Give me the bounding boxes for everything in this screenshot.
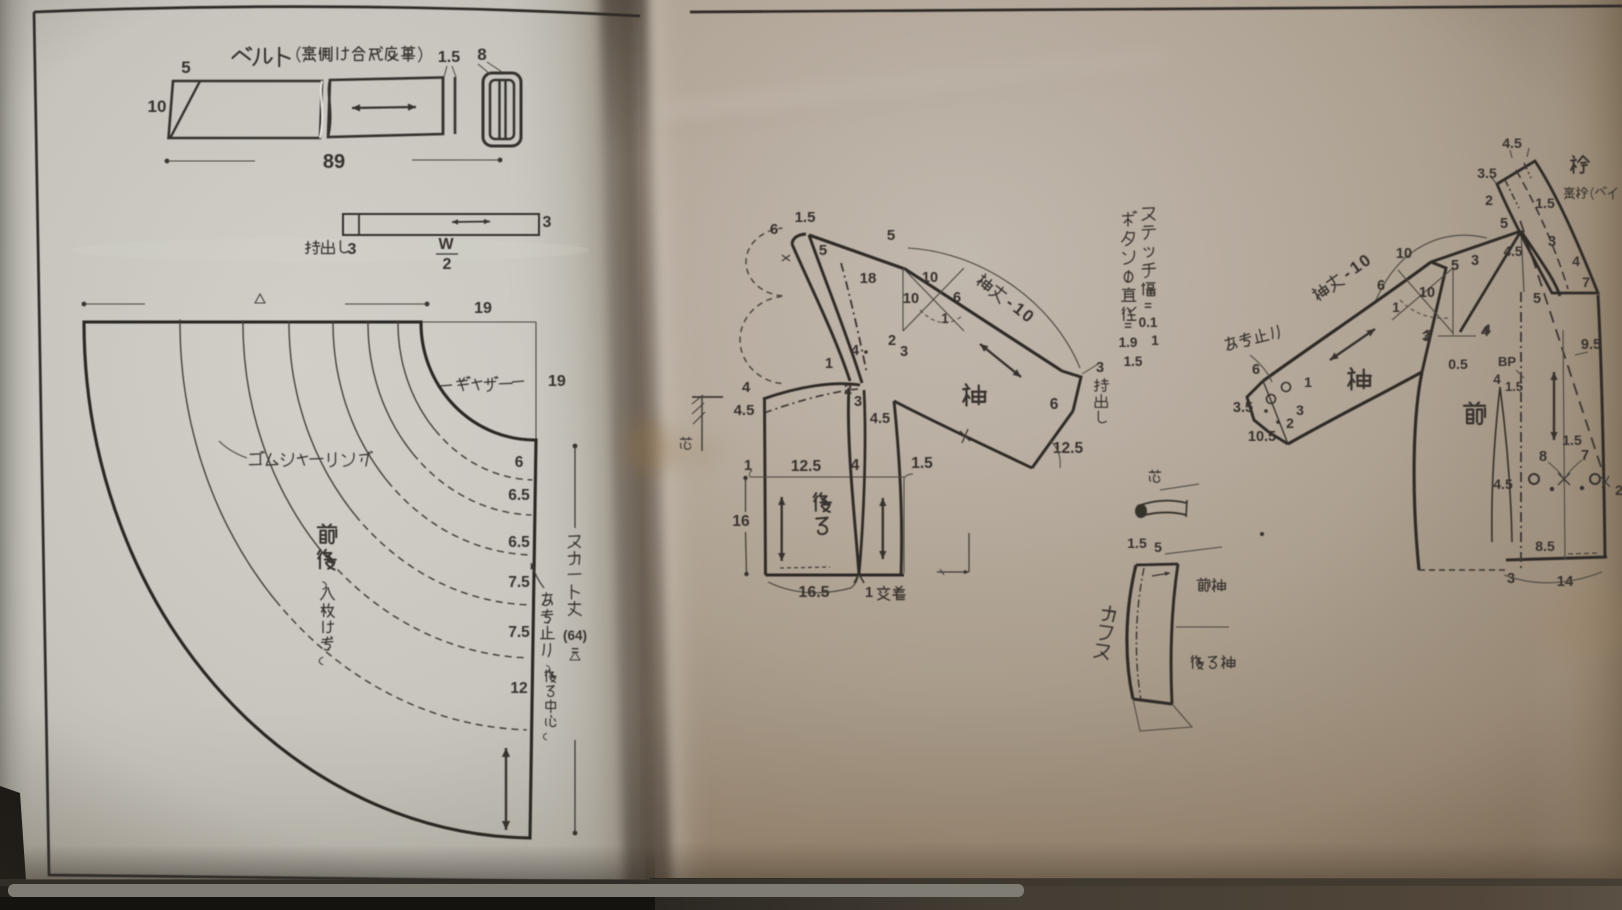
svg-text:1.5: 1.5 xyxy=(1124,354,1143,369)
svg-text:10: 10 xyxy=(1396,246,1412,262)
svg-text:1.9: 1.9 xyxy=(1119,335,1138,350)
svg-text:3: 3 xyxy=(1424,328,1432,344)
svg-text:(64): (64) xyxy=(563,628,587,643)
svg-text:10: 10 xyxy=(148,97,167,116)
svg-text:=: = xyxy=(571,643,579,658)
svg-text:4.5: 4.5 xyxy=(1502,135,1522,151)
svg-text:10: 10 xyxy=(922,270,938,286)
svg-text:2: 2 xyxy=(1286,415,1294,431)
svg-text:3: 3 xyxy=(543,214,552,231)
svg-text:9.5: 9.5 xyxy=(1581,337,1601,353)
svg-text:3.5: 3.5 xyxy=(1233,400,1253,416)
svg-text:4.5: 4.5 xyxy=(1493,476,1513,492)
svg-text:89: 89 xyxy=(323,151,345,173)
svg-text:12: 12 xyxy=(510,680,527,697)
svg-text:3: 3 xyxy=(1422,328,1430,344)
svg-text:1.5: 1.5 xyxy=(795,209,816,226)
svg-text:3: 3 xyxy=(1507,571,1515,587)
svg-text:3: 3 xyxy=(1471,253,1479,269)
svg-text:10: 10 xyxy=(903,291,919,307)
svg-text:7.5: 7.5 xyxy=(508,624,530,641)
svg-text:2: 2 xyxy=(443,256,452,273)
svg-text:2: 2 xyxy=(844,382,852,398)
svg-text:10: 10 xyxy=(1419,285,1435,301)
svg-text:6: 6 xyxy=(1050,396,1059,413)
svg-text:1.5: 1.5 xyxy=(438,49,460,66)
svg-text:BP: BP xyxy=(1498,354,1516,369)
svg-text:16: 16 xyxy=(732,513,750,530)
svg-text:19: 19 xyxy=(548,373,566,390)
svg-text:3.5: 3.5 xyxy=(1477,165,1497,181)
svg-text:2: 2 xyxy=(1615,482,1622,498)
svg-text:3: 3 xyxy=(1296,402,1304,418)
svg-text:3: 3 xyxy=(348,241,357,258)
svg-text:3: 3 xyxy=(1548,234,1556,250)
svg-text:4: 4 xyxy=(851,343,859,359)
svg-text:4.5: 4.5 xyxy=(734,402,755,419)
svg-text:4.5: 4.5 xyxy=(870,411,890,427)
svg-text:3: 3 xyxy=(1096,360,1104,376)
svg-text:1.5: 1.5 xyxy=(1562,432,1582,448)
svg-text:4: 4 xyxy=(742,379,751,396)
svg-text:1: 1 xyxy=(1392,300,1400,315)
svg-text:1: 1 xyxy=(865,585,873,601)
svg-text:0.5: 0.5 xyxy=(1448,356,1468,372)
svg-text:4: 4 xyxy=(851,457,860,474)
svg-text:1.5: 1.5 xyxy=(1505,379,1523,394)
svg-text:1: 1 xyxy=(941,311,949,326)
svg-text:6: 6 xyxy=(953,290,961,306)
svg-text:4: 4 xyxy=(1572,253,1580,269)
svg-text:1: 1 xyxy=(825,356,833,372)
svg-text:6: 6 xyxy=(1377,278,1385,294)
svg-text:6: 6 xyxy=(1252,362,1260,378)
svg-text:16.5: 16.5 xyxy=(798,584,829,601)
svg-text:1: 1 xyxy=(1151,333,1159,348)
svg-text:1: 1 xyxy=(744,458,752,474)
svg-text:1.5: 1.5 xyxy=(1535,195,1555,211)
svg-text:=: = xyxy=(1144,298,1152,313)
svg-text:19: 19 xyxy=(474,300,492,317)
svg-text:5: 5 xyxy=(181,58,190,77)
svg-text:4: 4 xyxy=(1483,321,1491,337)
svg-text:18: 18 xyxy=(860,270,877,287)
svg-text:=: = xyxy=(1124,318,1132,333)
svg-text:5: 5 xyxy=(887,227,895,244)
svg-text:10.5: 10.5 xyxy=(1248,429,1276,445)
svg-text:7.5: 7.5 xyxy=(508,574,530,591)
svg-text:2: 2 xyxy=(888,333,896,349)
svg-text:8: 8 xyxy=(477,45,486,64)
svg-text:1: 1 xyxy=(1304,374,1312,390)
svg-text:8: 8 xyxy=(1539,449,1547,465)
svg-text:5: 5 xyxy=(1451,258,1459,274)
svg-text:3: 3 xyxy=(854,394,862,410)
svg-text:4: 4 xyxy=(1493,372,1501,387)
svg-text:12.5: 12.5 xyxy=(1053,440,1084,457)
svg-text:5: 5 xyxy=(1500,216,1508,232)
svg-text:7: 7 xyxy=(1581,448,1589,464)
svg-text:8.5: 8.5 xyxy=(1535,538,1555,554)
svg-text:6.5: 6.5 xyxy=(508,487,530,504)
svg-text:12.5: 12.5 xyxy=(791,458,822,475)
svg-text:2: 2 xyxy=(1485,192,1493,208)
svg-text:4: 4 xyxy=(1481,324,1489,340)
svg-text:1.5: 1.5 xyxy=(911,455,933,472)
svg-text:5: 5 xyxy=(1533,291,1541,307)
svg-text:3: 3 xyxy=(900,344,908,360)
svg-text:W: W xyxy=(438,236,454,253)
svg-text:1.5: 1.5 xyxy=(1127,535,1147,551)
svg-text:0.1: 0.1 xyxy=(1139,315,1158,330)
svg-text:7: 7 xyxy=(1582,274,1590,290)
svg-text:4.5: 4.5 xyxy=(1504,244,1523,259)
svg-text:6: 6 xyxy=(770,221,778,238)
svg-text:6: 6 xyxy=(515,454,524,471)
svg-text:5: 5 xyxy=(1154,539,1162,555)
svg-text:6.5: 6.5 xyxy=(508,534,530,551)
svg-text:5: 5 xyxy=(819,242,827,259)
